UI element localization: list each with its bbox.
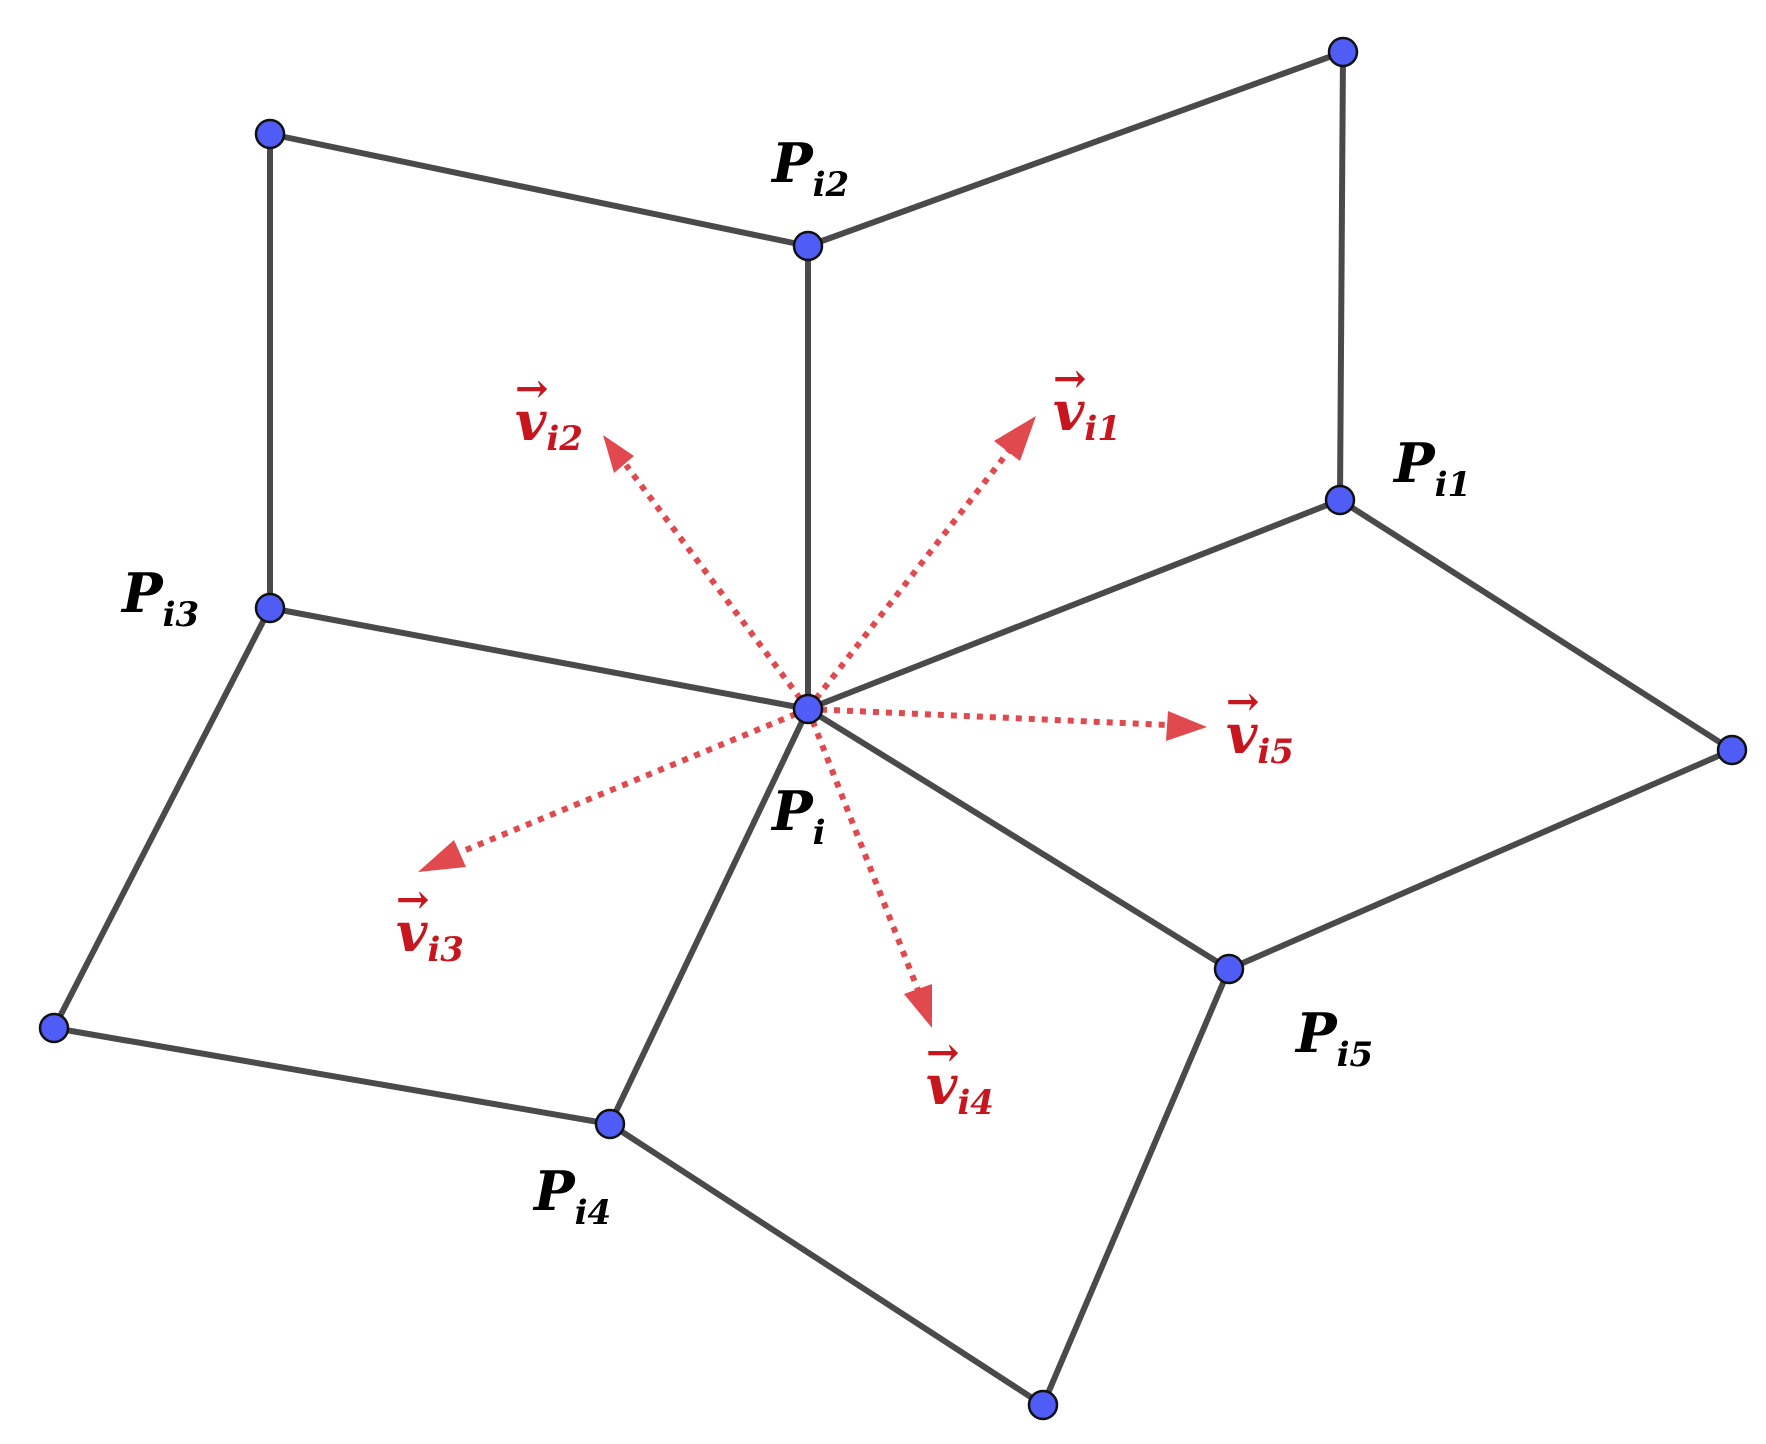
edge-top-pi2 bbox=[805, 49, 1346, 249]
edge-pi5-right bbox=[1226, 747, 1735, 972]
label-pi5-sub: i5 bbox=[1337, 1035, 1374, 1075]
label-vi2-main: v bbox=[515, 389, 547, 453]
edge-pi3-left bbox=[51, 605, 273, 1031]
vertex-pi bbox=[792, 693, 824, 725]
label-pi4: Pi4 bbox=[532, 1159, 611, 1233]
label-pi2-main: P bbox=[770, 131, 814, 195]
vertex-pi1 bbox=[1324, 484, 1356, 516]
vector-vi2-arrowhead bbox=[603, 435, 634, 473]
vertex-pi2 bbox=[792, 230, 824, 262]
edge-right-pi1 bbox=[1337, 497, 1735, 753]
label-vi3: → vi3 bbox=[396, 876, 464, 970]
label-pi2: Pi2 bbox=[770, 131, 849, 205]
label-vi2-text: vi2 bbox=[515, 389, 583, 459]
label-pi1-main: P bbox=[1392, 431, 1436, 495]
label-vi1-text: vi1 bbox=[1053, 379, 1121, 449]
edge-pi-pi3 bbox=[267, 605, 811, 712]
vector-vi5-arrowhead bbox=[1166, 711, 1207, 741]
label-vi5-main: v bbox=[1226, 702, 1258, 766]
vector-vi4-arrowhead bbox=[904, 984, 932, 1028]
vector-vi1-line bbox=[805, 445, 1015, 711]
vertices bbox=[38, 36, 1748, 1421]
edge-bottom-pi5 bbox=[1040, 966, 1232, 1408]
vector-vi2-line bbox=[623, 463, 811, 711]
label-vi4-arrow: → bbox=[926, 1029, 960, 1076]
vector-vi5-line bbox=[807, 706, 1169, 728]
label-pi4-sub: i4 bbox=[575, 1193, 612, 1233]
label-vi4-sub: i4 bbox=[957, 1083, 994, 1123]
label-pi3-sub: i3 bbox=[163, 595, 200, 635]
label-pi4-main: P bbox=[532, 1159, 576, 1223]
label-vi5-arrow: → bbox=[1226, 678, 1260, 725]
label-vi4-main: v bbox=[926, 1053, 958, 1117]
edge-pi4-bottom bbox=[607, 1121, 1046, 1408]
label-vi2-sub: i2 bbox=[546, 419, 583, 459]
vector-vi1-arrowhead bbox=[994, 416, 1036, 461]
vectors bbox=[418, 416, 1207, 1028]
label-vi2: → vi2 bbox=[515, 365, 583, 459]
label-pi2-sub: i2 bbox=[813, 165, 850, 205]
label-vi4: → vi4 bbox=[926, 1029, 994, 1123]
vertex-left bbox=[38, 1012, 70, 1044]
label-pi3-main: P bbox=[120, 561, 164, 625]
label-vi3-arrow: → bbox=[396, 876, 430, 923]
label-vi4-text: vi4 bbox=[926, 1053, 994, 1123]
vector-vi4-line bbox=[805, 707, 921, 992]
label-vi1-main: v bbox=[1053, 379, 1085, 443]
label-vi1-arrow: → bbox=[1053, 355, 1087, 402]
vertex-pi5 bbox=[1213, 953, 1245, 985]
label-vi5-sub: i5 bbox=[1257, 732, 1294, 772]
label-vi1-sub: i1 bbox=[1084, 409, 1121, 449]
vertex-pi3 bbox=[254, 592, 286, 624]
label-pi1: Pi1 bbox=[1392, 431, 1471, 505]
edge-pi-pi1 bbox=[805, 497, 1343, 712]
vertex-right bbox=[1716, 734, 1748, 766]
label-pi: Pi bbox=[770, 779, 826, 853]
label-vi1: → vi1 bbox=[1053, 355, 1121, 449]
label-pi-main: P bbox=[770, 779, 814, 843]
label-vi3-main: v bbox=[396, 900, 428, 964]
edge-pi-pi4 bbox=[607, 706, 811, 1127]
label-pi-sub: i bbox=[813, 813, 826, 853]
label-vi3-text: vi3 bbox=[396, 900, 464, 970]
edge-left-pi4 bbox=[51, 1025, 613, 1127]
vertex-top-right bbox=[1327, 36, 1359, 68]
vector-vi3-arrowhead bbox=[418, 840, 466, 872]
mesh-edges bbox=[51, 49, 1735, 1408]
label-vi2-arrow: → bbox=[515, 365, 549, 412]
label-vi5-text: vi5 bbox=[1226, 702, 1294, 772]
vertex-bottom bbox=[1027, 1389, 1059, 1421]
vector-labels: → vi1 → vi2 → vi5 → vi3 → vi4 bbox=[396, 355, 1294, 1123]
vertex-pi4 bbox=[594, 1108, 626, 1140]
vector-vi3-line bbox=[454, 706, 810, 857]
label-vi5: → vi5 bbox=[1226, 678, 1294, 772]
point-labels: Pi2 Pi1 Pi3 Pi Pi5 Pi4 bbox=[120, 131, 1471, 1233]
edge-pi-pi5 bbox=[805, 706, 1232, 972]
label-vi3-sub: i3 bbox=[427, 930, 464, 970]
label-pi5: Pi5 bbox=[1294, 1001, 1373, 1075]
edge-pi1-top bbox=[1337, 49, 1346, 503]
label-pi1-sub: i1 bbox=[1435, 465, 1472, 505]
label-pi3: Pi3 bbox=[120, 561, 199, 635]
edge-pi2-topleft bbox=[267, 131, 811, 249]
label-pi5-main: P bbox=[1294, 1001, 1338, 1065]
vertex-top-left bbox=[254, 118, 286, 150]
